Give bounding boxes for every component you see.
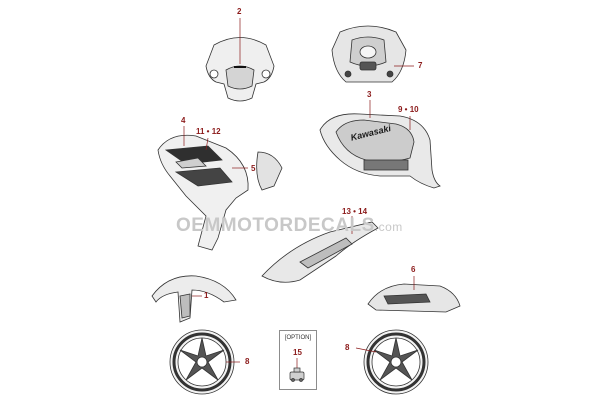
callout-8-right: 8 bbox=[345, 343, 350, 352]
part-front-fender bbox=[151, 275, 237, 323]
option-box: [OPTION] bbox=[279, 330, 317, 390]
option-label: [OPTION] bbox=[284, 335, 312, 341]
part-side-fairing bbox=[157, 134, 249, 251]
callout-4: 4 bbox=[181, 116, 186, 125]
callout-2: 2 bbox=[237, 7, 242, 16]
part-under-cowl bbox=[367, 283, 461, 313]
part-side-panel-small bbox=[256, 151, 283, 191]
callout-1: 1 bbox=[204, 291, 209, 300]
callout-5: 5 bbox=[251, 164, 256, 173]
callout-6: 6 bbox=[411, 265, 416, 274]
watermark-suffix: .com bbox=[374, 220, 403, 234]
part-fuel-tank bbox=[319, 113, 441, 189]
callout-11-12: 11 • 12 bbox=[196, 127, 221, 136]
leader-8-right bbox=[355, 347, 377, 353]
callout-13-14: 13 • 14 bbox=[342, 207, 368, 216]
callout-3: 3 bbox=[367, 90, 372, 99]
part-wheel-left bbox=[169, 329, 235, 395]
callout-15: 15 bbox=[293, 348, 302, 357]
watermark: OEMMOTORDECALS.com bbox=[176, 216, 403, 235]
part-tank-cover bbox=[331, 25, 407, 83]
part-tail-cover bbox=[261, 221, 379, 283]
callout-7: 7 bbox=[418, 61, 423, 70]
part-clip bbox=[289, 367, 305, 382]
leader-11-12 bbox=[205, 137, 209, 151]
callout-8-left: 8 bbox=[245, 357, 250, 366]
watermark-main: OEMMOTORDECALS bbox=[176, 215, 375, 236]
part-wheel-right bbox=[363, 329, 429, 395]
part-front-cowl bbox=[205, 37, 275, 102]
callout-9-10: 9 • 10 bbox=[398, 105, 419, 114]
